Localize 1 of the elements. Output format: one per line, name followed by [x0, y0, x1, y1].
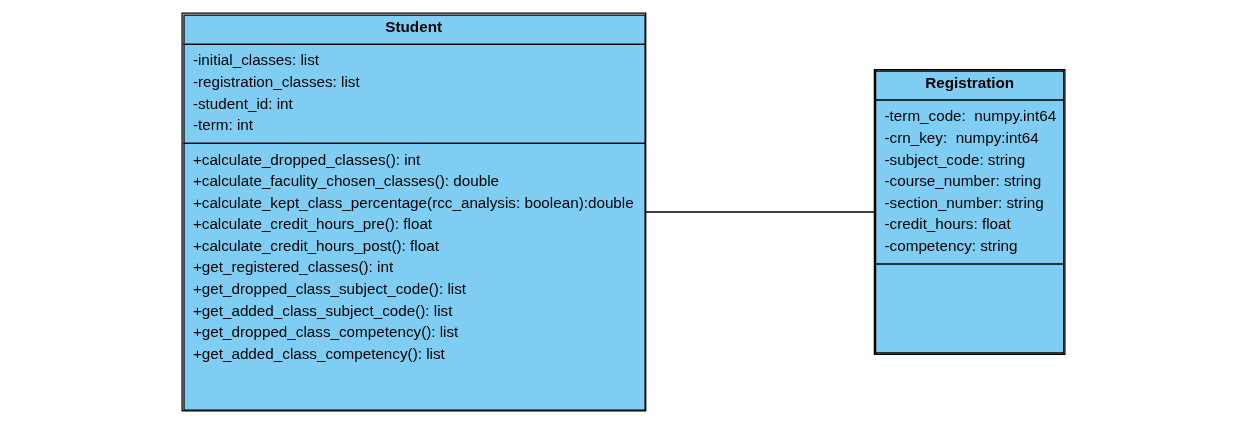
connector: [644, 211, 875, 213]
